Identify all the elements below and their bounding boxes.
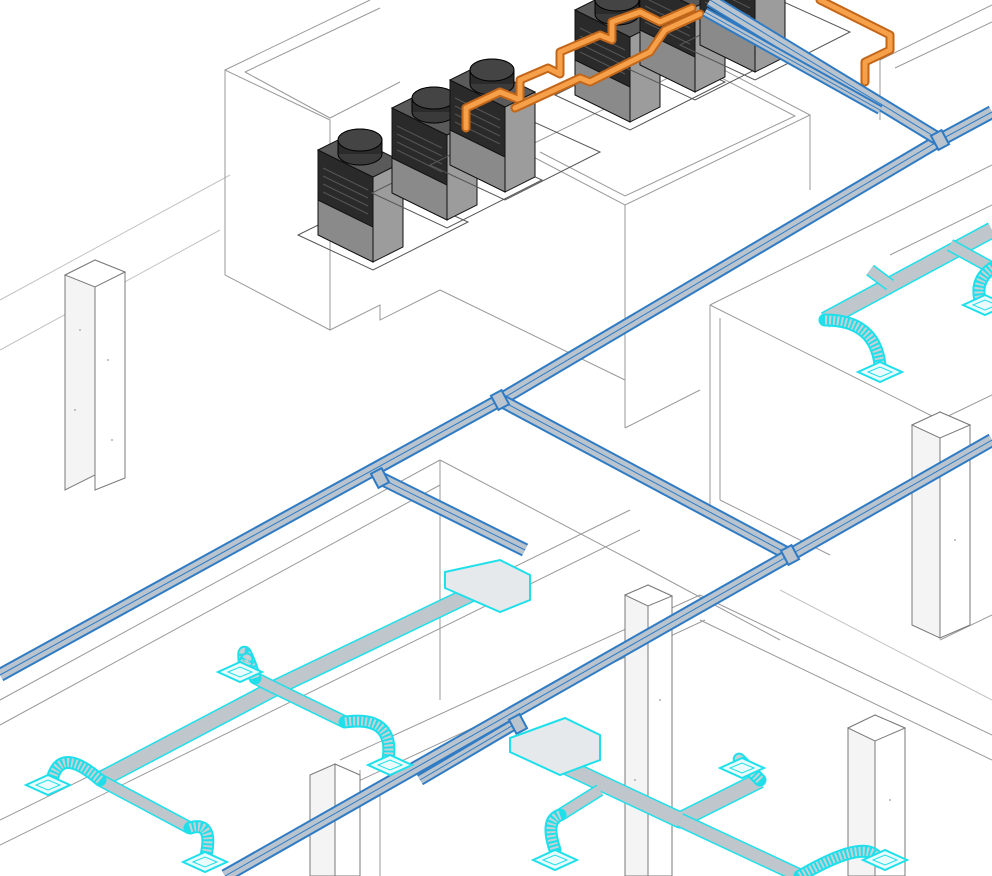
flex-duct-ribs: [47, 758, 103, 784]
refrigerant-piping: [461, 0, 895, 133]
branch-duct-body: [677, 814, 803, 876]
slab-line: [779, 589, 992, 701]
diffuser-icon: [860, 848, 910, 872]
diffuser-icon: [960, 293, 992, 317]
roof-block-base: [329, 289, 441, 331]
flex-duct-ribs: [344, 716, 394, 761]
diffuser-icon: [23, 773, 73, 797]
branch-duct-body: [557, 785, 603, 820]
plenum-box: [509, 716, 601, 777]
column-icon: [63, 259, 127, 491]
branch-duct-body: [947, 240, 992, 273]
main-duct-seam: [224, 554, 791, 876]
refrigerant-pipe-highlight: [463, 5, 695, 131]
beam-line: [699, 619, 992, 761]
column-icon: [910, 411, 972, 639]
refrigerant-pipe-highlight: [817, 0, 893, 85]
beam-line: [0, 459, 441, 701]
wall-line: [439, 459, 641, 566]
slab-edge-line: [0, 174, 231, 301]
roof-parapet: [244, 71, 401, 119]
roof-parapet: [244, 7, 381, 73]
flex-duct-icon: [544, 808, 567, 857]
diffuser-icon: [365, 753, 415, 777]
beam-line: [699, 594, 992, 736]
main-duct-seam: [419, 723, 516, 781]
main-duct-seam: [0, 111, 992, 676]
right-mass-edge: [879, 4, 992, 61]
roof-block-base: [439, 289, 626, 381]
refrigerant-pipe-highlight: [512, 11, 703, 111]
beam-line: [0, 484, 441, 726]
plenum-box: [444, 558, 531, 614]
branch-main-duct-seam: [379, 477, 526, 551]
duct-fitting: [369, 466, 391, 490]
right-mass-edge: [894, 21, 992, 69]
column-icon: [846, 714, 907, 876]
roof-block-edge: [224, 0, 371, 71]
diffuser-icon: [530, 848, 580, 872]
flex-duct-ribs: [824, 315, 885, 366]
roof-block-base: [624, 389, 701, 429]
roof-deck-inset: [539, 71, 797, 197]
duct-fitting: [779, 543, 801, 567]
diffuser-icon: [215, 660, 265, 684]
main-duct-seam: [704, 11, 881, 111]
branch-duct-body: [272, 683, 348, 727]
duct-fitting: [507, 712, 529, 736]
diffuser-icon: [855, 360, 905, 384]
diffuser-icon: [717, 756, 767, 780]
branch-duct-body: [867, 266, 893, 289]
right-mass-edge: [889, 204, 992, 256]
branch-duct-body: [97, 775, 193, 833]
diffuser-icon: [180, 850, 230, 874]
right-mass-edge: [709, 304, 941, 421]
branch-ducts: [23, 222, 992, 876]
beam-line: [0, 529, 641, 846]
duct-fitting: [489, 388, 511, 412]
duct-fitting: [929, 128, 951, 152]
condenser-unit-icon: [296, 128, 470, 271]
right-mass-edge: [939, 614, 992, 641]
right-mass-edge: [709, 164, 992, 306]
main-duct-seam: [709, 0, 941, 141]
